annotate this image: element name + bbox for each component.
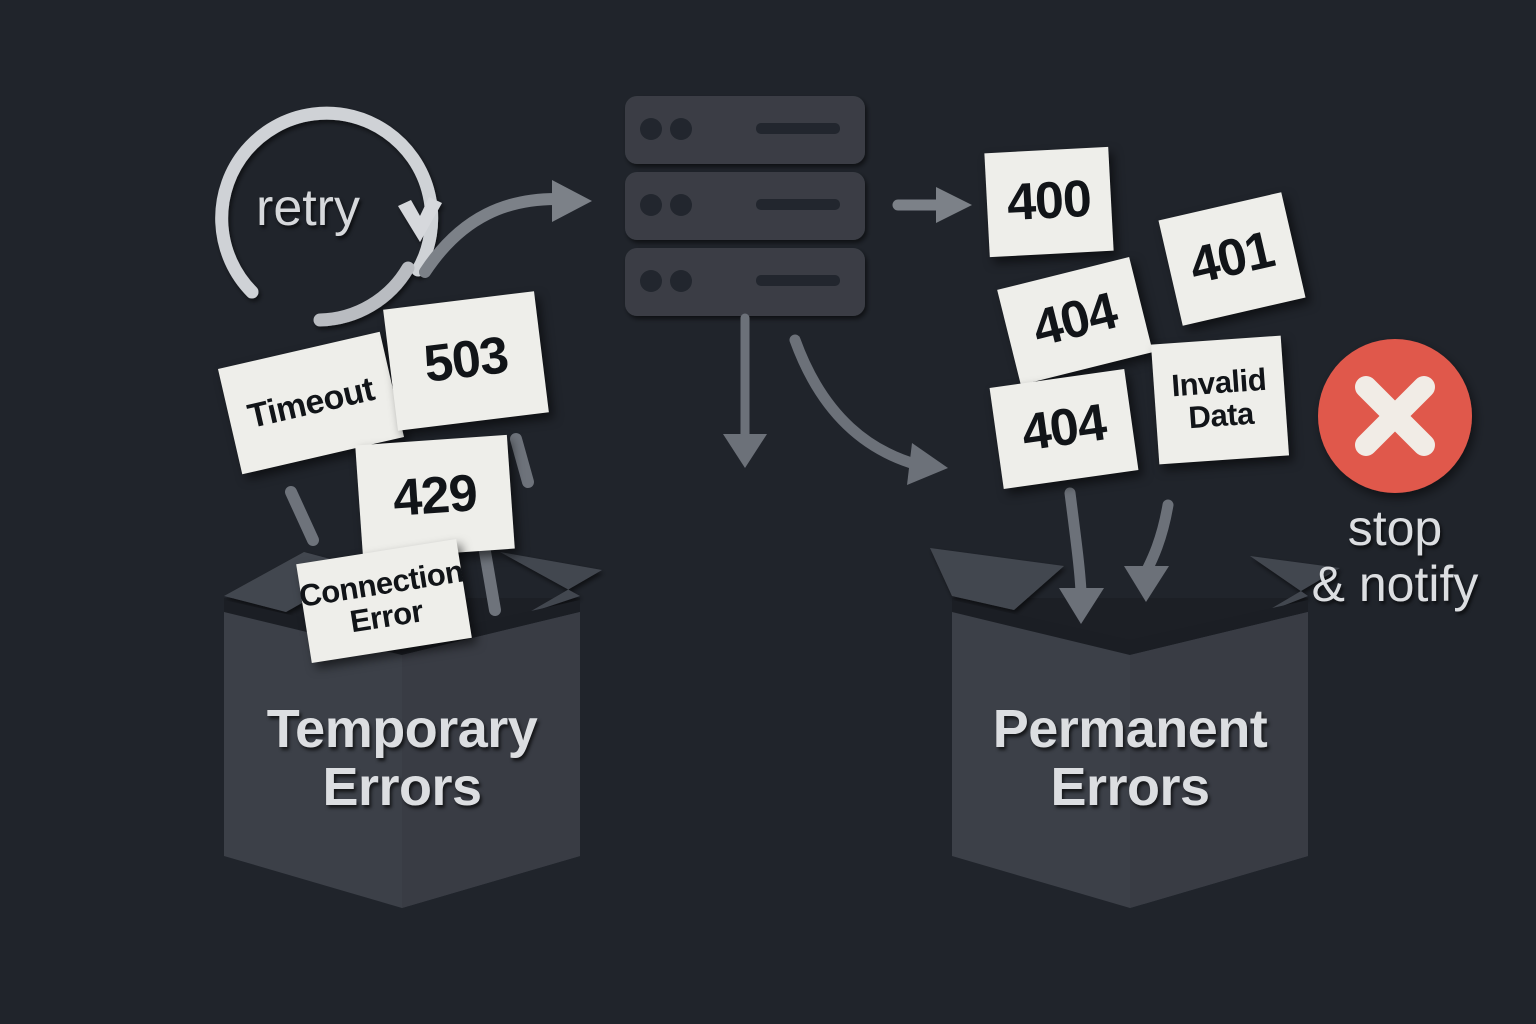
server-rack-icon [625, 96, 865, 316]
error-card-503[interactable]: 503 [383, 291, 549, 431]
short-arrow-right-icon [892, 187, 972, 223]
temporary-errors-caption: Temporary Errors [266, 699, 538, 818]
box-flap-right [500, 552, 602, 614]
error-card-invalid-data[interactable]: Invalid Data [1150, 335, 1290, 465]
error-card-429[interactable]: 429 [355, 434, 515, 560]
circular-retry-arrow-icon [215, 106, 442, 327]
motion-lines-temporary [285, 433, 534, 616]
straight-arrow-down-icon [723, 313, 767, 468]
drop-arrow-1 [1059, 487, 1104, 624]
permanent-errors-box [930, 548, 1340, 908]
error-card-400[interactable]: 400 [984, 146, 1114, 258]
box-flap-left [930, 548, 1064, 610]
curved-arrow-to-server-icon [419, 180, 592, 278]
stop-notify-label: stop & notify [1311, 500, 1479, 612]
box-flap-right [1250, 556, 1340, 614]
permanent-errors-caption: Permanent Errors [992, 699, 1268, 818]
retry-label: retry [256, 179, 360, 237]
curved-arrow-down-right-icon [789, 334, 948, 485]
x-circle-icon[interactable] [1318, 339, 1472, 493]
error-card-404-lower[interactable]: 404 [989, 369, 1139, 489]
drop-arrow-2 [1124, 499, 1174, 602]
